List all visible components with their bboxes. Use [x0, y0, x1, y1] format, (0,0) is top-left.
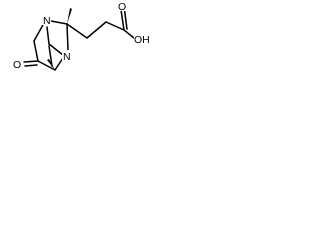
bond-cq-ch2-nbottom [54, 57, 64, 71]
bond-ch2back-nbottom [48, 43, 64, 56]
bond-ch2a-ch2b [86, 21, 107, 39]
bond-cacid-oh [123, 29, 135, 39]
bond-ntop-c2 [50, 20, 68, 25]
nitrogen-top-label: N [43, 15, 51, 27]
oxygen-carbonyl-label: O [118, 1, 126, 13]
bond-ntop-ch2-left [33, 22, 45, 42]
nitrogen-bottom-label: N [63, 51, 71, 63]
methyl-top-wedge [67, 8, 72, 24]
cage-bonds [33, 20, 69, 71]
bond-ch2b-cacid [105, 21, 125, 31]
molecule-drawing: N N O O OH [13, 0, 152, 71]
structure-diagram: N N O O OH [0, 0, 152, 91]
bond-ch2-c-ketone [33, 40, 39, 62]
bond-cketone-cq [37, 60, 56, 71]
hydroxyl-label: OH [134, 34, 150, 46]
ketone-double-bond [23, 60, 39, 67]
propanoic-acid-chain [66, 9, 135, 39]
bond-cacid-o-2 [123, 9, 128, 30]
methyl-groups [47, 8, 72, 70]
methyl-bottom-wedge [47, 59, 55, 70]
bond-cacid-o-1 [120, 9, 125, 31]
atom-labels: N N O O OH [13, 0, 152, 71]
bond-c2-ch2a [66, 23, 88, 39]
bond-c2-nbottom [66, 23, 69, 51]
bond-cq-ch2-upper [48, 45, 53, 67]
oxygen-ketone-label: O [13, 59, 21, 71]
bond-ntop-ch2-back [46, 26, 50, 45]
